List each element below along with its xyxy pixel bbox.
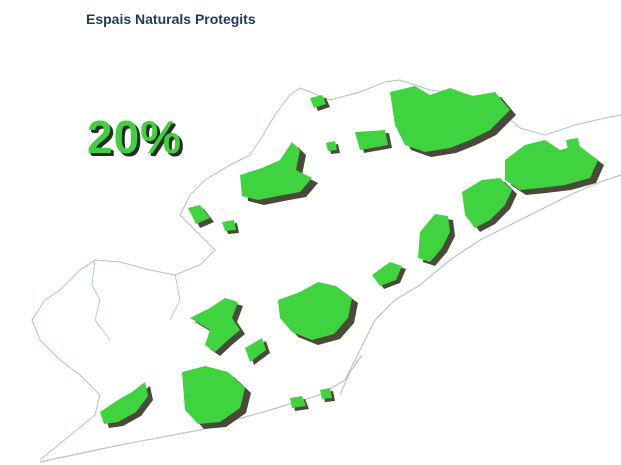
coastline-detail: [339, 354, 363, 396]
protected-area-coast-small: [290, 388, 335, 411]
inner-boundary: [91, 259, 111, 341]
protected-area-central: [278, 282, 358, 345]
protected-area-west-small: [188, 205, 239, 234]
protected-area-central-north: [240, 142, 318, 205]
inner-boundary-2: [169, 274, 181, 321]
coastline: [39, 174, 621, 463]
protected-area-north-small: [310, 95, 392, 154]
protected-area-east-coast: [462, 138, 604, 232]
protected-area-southwest: [100, 382, 153, 428]
map-title: Espais Naturals Protegits: [86, 11, 256, 27]
protected-area-southwest-central: [190, 298, 270, 365]
protected-area-northeast: [390, 86, 516, 157]
protected-area-south: [182, 366, 251, 429]
protected-percentage: 20%: [87, 111, 183, 163]
protected-area-coastal-range: [372, 214, 455, 289]
